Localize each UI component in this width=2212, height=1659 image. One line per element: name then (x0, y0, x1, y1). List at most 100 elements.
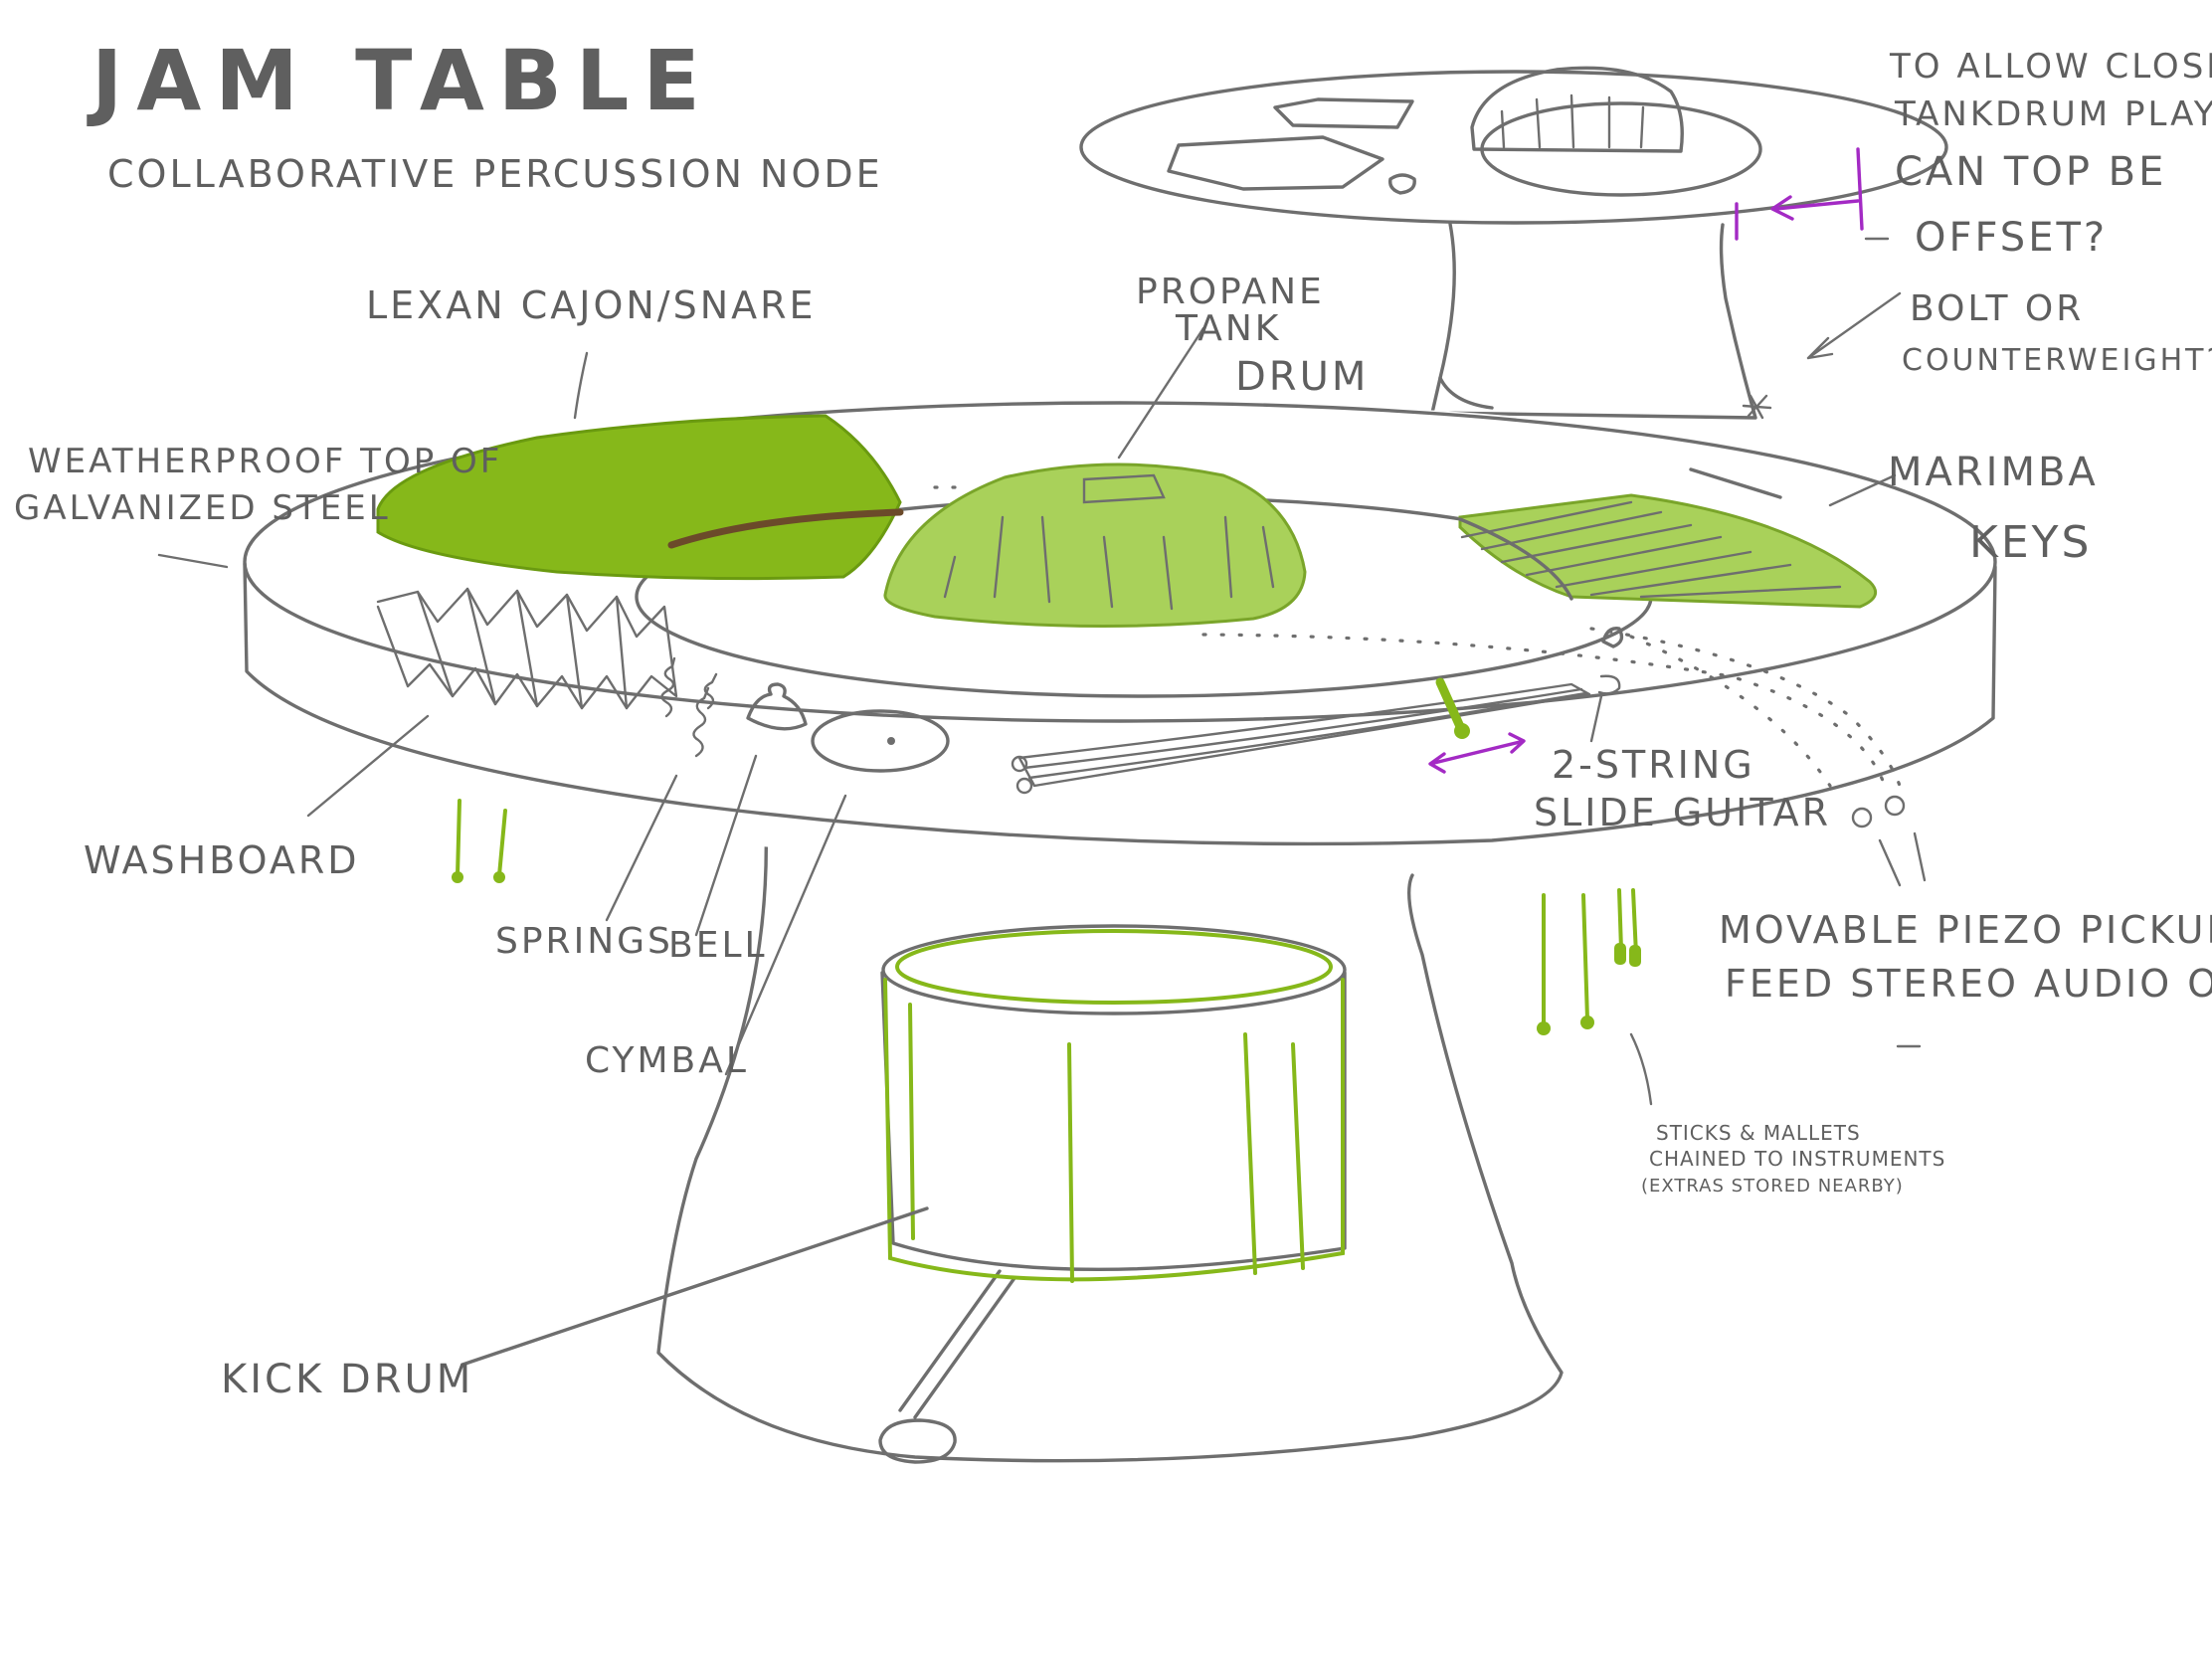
cable-dotted-c (1629, 635, 1832, 788)
label-weatherproof-1: WEATHERPROOF TOP OF (28, 442, 502, 481)
piezo-leaders (1878, 831, 1927, 887)
marimba-mount (1689, 467, 1782, 499)
slide-motion-arrow (1428, 732, 1526, 774)
label-piezo-2: FEED STEREO AUDIO OUT (1725, 962, 2212, 1006)
cymbal-leader (724, 794, 847, 1076)
label-piezo-1: MOVABLE PIEZO PICKUPS (1719, 908, 2212, 952)
mallet-4 (1631, 888, 1638, 957)
guitar-slide (1435, 677, 1467, 736)
label-lexan: LEXAN CAJON/SNARE (366, 283, 817, 327)
bell-leader (694, 754, 758, 937)
inset-snare-pad (1167, 135, 1384, 191)
propane-leader (1117, 326, 1205, 460)
inset-pedestal (1430, 222, 1757, 420)
offset-marker-right (1856, 147, 1864, 231)
inset-pedestal-foot (1438, 376, 1494, 410)
stick-2 (497, 809, 507, 877)
marimba-keys (1458, 467, 1878, 648)
kick-drum-shell (880, 971, 1347, 1271)
tabletop-surface (243, 401, 1997, 723)
kick-drum-lugs (908, 1003, 1305, 1283)
label-cymbal: CYMBAL (585, 1040, 749, 1081)
bolt-note-arrow (1806, 291, 1902, 360)
marimba-leader (1828, 473, 1897, 507)
marimba-knob (1601, 627, 1624, 648)
label-sticks-1: STICKS & MALLETS (1656, 1121, 1861, 1145)
lexan-pad (376, 414, 902, 581)
sticks-leader (1629, 1032, 1653, 1106)
lexan-cajon-snare (376, 414, 904, 581)
tank-top-plate (1082, 473, 1166, 504)
marimba-bars (1460, 500, 1842, 599)
label-weatherproof-2: GALVANIZED STEEL (14, 488, 391, 528)
offset-note-line2: TANKDRUM PLAY, (1894, 94, 2212, 134)
mallet-2 (1581, 893, 1589, 1021)
piezo-2 (1884, 795, 1906, 817)
offset-note-line4: OFFSET? (1915, 215, 2108, 261)
kick-drum (461, 924, 1347, 1367)
guitar-strings (1022, 687, 1587, 780)
kick-pedal (878, 1418, 957, 1464)
offset-note-line1: TO ALLOW CLOSER (1889, 47, 2212, 87)
label-bell: BELL (668, 925, 768, 966)
label-marimba-1: MARIMBA (1888, 450, 2099, 495)
tank-tongue-cuts (943, 515, 1275, 611)
inset-offset-table (1079, 66, 1948, 420)
cymbal-disc (811, 709, 950, 773)
label-kick: KICK DRUM (221, 1357, 473, 1402)
lexan-leader (573, 351, 589, 420)
inset-marimba-pad (1273, 97, 1414, 129)
sticks-and-mallets (452, 799, 1641, 1035)
bell-shape (746, 682, 808, 731)
stick-1 (456, 799, 461, 877)
offset-note-line3: CAN TOP BE (1895, 149, 2166, 195)
guitar-bridge (1597, 674, 1621, 695)
cymbal-center (887, 737, 895, 745)
inset-notes: TO ALLOW CLOSER TANKDRUM PLAY, CAN TOP B… (1889, 47, 2212, 378)
label-propane-2: TANK (1175, 308, 1281, 349)
offset-arrow (1770, 195, 1860, 221)
kick-drum-highlight (883, 978, 1345, 1282)
washboard-ribs (376, 587, 678, 710)
slide-guitar (1011, 674, 1621, 795)
washboard-folds (416, 587, 629, 710)
guitar-leader (1589, 694, 1603, 743)
label-washboard: WASHBOARD (84, 838, 360, 882)
tank-dome (883, 462, 1307, 629)
guitar-peg-2 (1015, 777, 1033, 795)
bell (746, 682, 808, 731)
springs (660, 656, 718, 758)
label-propane-3: DRUM (1235, 354, 1369, 400)
title-block: JAM TABLE COLLABORATIVE PERCUSSION NODE (87, 32, 883, 196)
tabletop-edge (243, 562, 1997, 846)
bolt-note-line1: BOLT OR (1910, 288, 2084, 329)
label-guitar-2: SLIDE GUITAR (1534, 791, 1831, 834)
weatherproof-leader (157, 553, 229, 569)
bolt-note-line2: COUNTERWEIGHT? (1902, 343, 2212, 378)
kick-drum-rim (881, 924, 1347, 1015)
guitar-slide-knob (1454, 723, 1470, 739)
label-propane-1: PROPANE (1136, 272, 1325, 312)
label-marimba-2: KEYS (1969, 517, 2092, 568)
marimba-rail (1458, 517, 1573, 601)
sketch-subtitle: COLLABORATIVE PERCUSSION NODE (107, 152, 883, 196)
spring-3 (703, 672, 718, 710)
label-sticks-3: (EXTRAS STORED NEARBY) (1641, 1176, 1904, 1197)
cymbal (811, 709, 950, 773)
springs-leader (605, 774, 678, 922)
label-sticks-2: CHAINED TO INSTRUMENTS (1649, 1147, 1945, 1171)
pedestal-outline (656, 824, 1564, 1463)
lexan-wire (667, 508, 904, 549)
table-pedestal (656, 824, 1564, 1464)
piezo-1 (1851, 807, 1873, 829)
kick-drum-head (895, 929, 1333, 1005)
washboard-leader (306, 714, 430, 818)
spring-2 (692, 686, 710, 758)
kick-pedal-rod (913, 1276, 1016, 1419)
kick-leader (461, 1206, 929, 1367)
guitar-neck (1017, 682, 1591, 788)
spring-1 (660, 656, 676, 718)
leader-lines (157, 326, 1897, 1106)
mallet-3 (1617, 888, 1623, 952)
